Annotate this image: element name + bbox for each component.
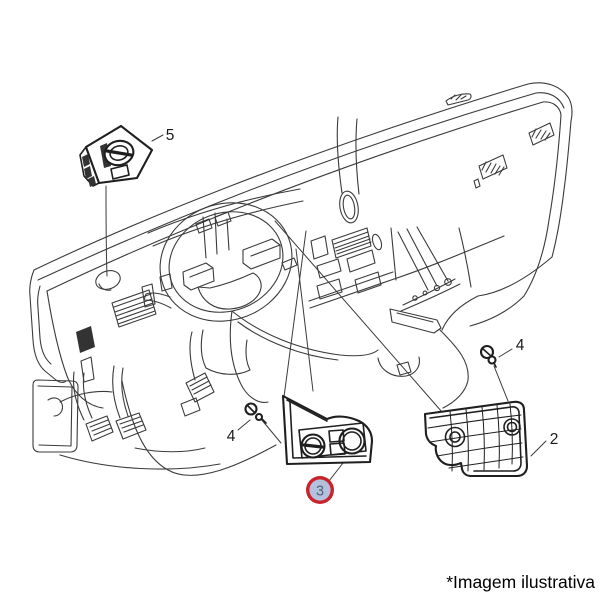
leader-2 [530,440,547,457]
callout-4-right-label: 4 [516,337,525,354]
stack-button [310,235,329,260]
rotary-knob [103,139,135,167]
screw-right [479,344,497,368]
stack-button [354,271,382,294]
leader-4-right [498,348,513,358]
turn-signal-stalk [143,292,172,309]
leader-part5-mount [105,185,108,277]
callout-2-label: 2 [550,431,559,448]
leader-to-part3-top [295,248,314,392]
part-5-switch-panel [79,124,154,187]
leader-screwL-part3 [260,418,282,444]
illustrative-image-caption: *Imagem ilustrativa [446,572,595,592]
callout-3-highlight[interactable]: 3 [306,476,334,504]
left-dash-cluster [29,188,304,409]
under-dash-and-pedals [32,331,221,470]
part5-mount-recess [95,270,121,290]
leader-screwR-part2 [493,365,509,402]
screw-boss [444,418,521,448]
steering-column [200,329,251,375]
leader-to-part3-left [283,230,307,398]
stack-button [316,258,342,279]
pedal [85,415,114,442]
defroster-vent-slots [473,122,555,189]
part-3-switch-panel [281,394,374,466]
leader-lines [105,134,547,482]
dashboard-illustration [29,82,573,476]
detached-parts [79,124,529,478]
accelerator-pedal [180,372,215,417]
storage-tray [377,308,442,377]
callout-5-label: 5 [166,127,175,144]
lower-right-trim [397,226,472,409]
lower-dash-kneepad [121,310,379,476]
callout-4-left-label: 4 [227,428,236,445]
callout-3-label: 3 [316,484,324,500]
windshield-cowl [33,82,573,292]
leader-to-part2 [274,220,443,413]
screw-left [244,402,267,424]
louver-vent [111,289,157,328]
highlight-fill [309,479,331,501]
pedal [115,412,147,440]
steering-wheel [143,202,298,375]
leader-4-left [237,419,251,431]
cowl-top-line [33,83,529,271]
stack-button [316,278,343,300]
a-pillar-vent [336,116,360,224]
right-dash-panel [377,114,572,409]
steering-wheel-rim [159,202,293,322]
stack-button [346,249,376,273]
knob-left [300,433,326,459]
center-stack [308,227,505,309]
leader-3-circle [328,462,344,482]
part-2-panel-cover [423,400,529,478]
leader-part5-label [151,134,164,142]
